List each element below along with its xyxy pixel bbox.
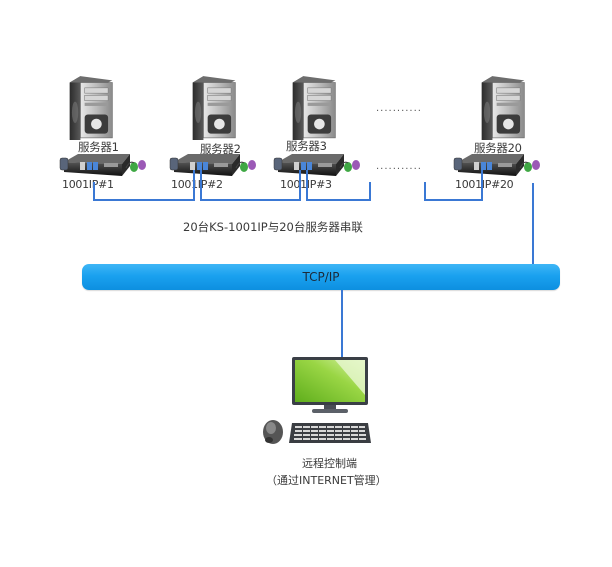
network-label: TCP/IP [302, 270, 340, 284]
kvm-1-label: 1001IP#1 [62, 178, 114, 191]
kvm-device-icon [58, 150, 148, 180]
kvm-3-label: 1001IP#3 [280, 178, 332, 191]
server-1 [60, 74, 120, 140]
keyboard-icon [289, 423, 371, 443]
ellipsis-top: ........... [376, 103, 422, 114]
mouse-icon [263, 420, 283, 444]
kvm-device-icon [272, 150, 362, 180]
server-20-label: 服务器20 [474, 141, 522, 155]
kvm-20-label: 1001IP#20 [455, 178, 514, 191]
monitor-icon [292, 357, 368, 413]
tcp-ip-network-bar: TCP/IP [82, 264, 560, 290]
remote-console-title: 远程控制端 [302, 457, 357, 470]
server-tower-icon [183, 74, 243, 140]
uplink-wire [532, 183, 534, 265]
chain-caption: 20台KS-1001IP与20台服务器串联 [183, 220, 363, 234]
kvm-device-icon [168, 150, 258, 180]
remote-console-subtitle: （通过INTERNET管理） [266, 474, 387, 487]
ellipsis-bottom: ........... [376, 161, 422, 172]
kvm-2-label: 1001IP#2 [171, 178, 223, 191]
server-2-label: 服务器2 [200, 142, 241, 156]
remote-link-wire [341, 290, 343, 358]
server-3-label: 服务器3 [286, 139, 327, 153]
server-tower-icon [60, 74, 120, 140]
server-3 [283, 74, 343, 140]
server-tower-icon [472, 74, 532, 140]
server-1-label: 服务器1 [78, 140, 119, 154]
kvm-device-icon [452, 150, 542, 180]
server-tower-icon [283, 74, 343, 140]
server-2 [183, 74, 243, 140]
server-20 [472, 74, 532, 140]
